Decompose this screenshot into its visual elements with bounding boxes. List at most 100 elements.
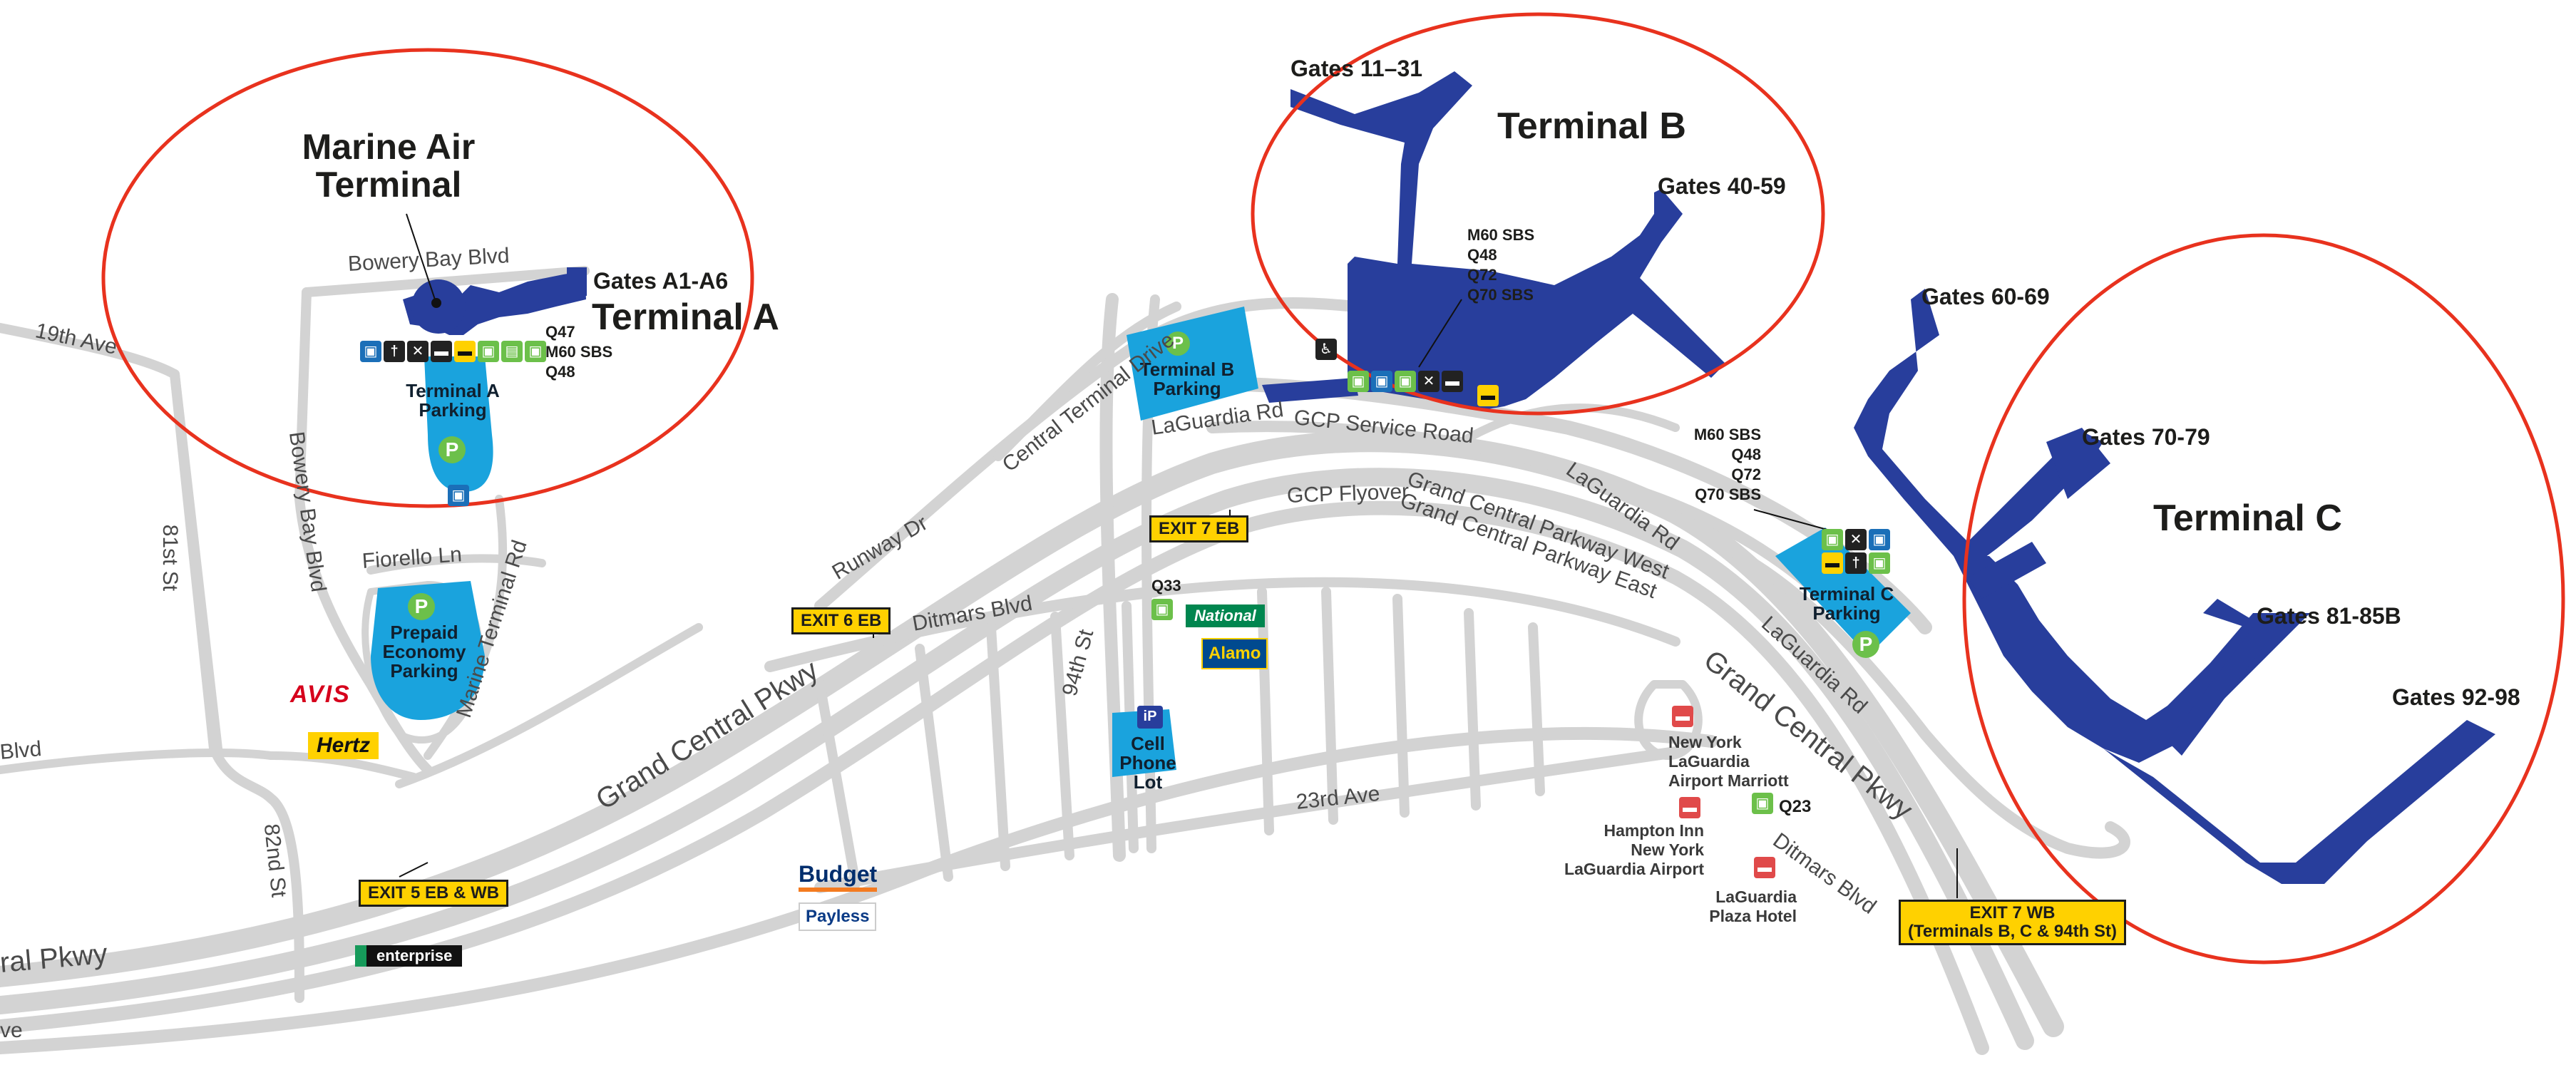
parking-label-line: Cell [1131, 733, 1165, 754]
exit-7-wb-line1: EXIT 7 WB [1969, 903, 2056, 922]
budget-logo: Budget [799, 861, 878, 892]
taxi-icon: ▬ [1822, 552, 1843, 574]
hotel-icon: ▬ [1672, 706, 1693, 727]
route-label: M60 SBS [1693, 426, 1761, 443]
bus-icon: ▣ [448, 485, 469, 506]
parking-label-line: Parking [1812, 602, 1881, 624]
hotel-hampton-label: Hampton Inn New York LaGuardia Airport [1554, 821, 1704, 879]
hotel-label-line: LaGuardia [1715, 888, 1797, 906]
route-label: Q48 [1731, 446, 1761, 463]
route-label: Q47 [545, 323, 575, 341]
route-label: Q70 SBS [1467, 286, 1534, 304]
route-label: Q72 [1467, 266, 1497, 284]
exit-7-wb-line2: (Terminals B, C & 94th St) [1908, 922, 2117, 941]
shuttle-icon: ▣ [478, 341, 499, 362]
bus-green-icon: ▣ [1395, 371, 1416, 392]
terminal-a-gates: Gates A1-A6 [593, 268, 729, 294]
alamo-logo: Alamo [1201, 638, 1268, 669]
hotel-plaza-label: LaGuardia Plaza Hotel [1683, 888, 1797, 926]
avis-logo: AVIS [290, 681, 351, 708]
marine-air-leader [406, 213, 436, 300]
terminal-c-gates-70-79: Gates 70-79 [2082, 424, 2210, 450]
terminal-b-title: Terminal B [1497, 106, 1686, 147]
enterprise-logo: enterprise [355, 945, 463, 967]
p-icon: P [1166, 331, 1190, 356]
car-icon: ▬ [1442, 371, 1463, 392]
parking-label-line: Terminal B [1139, 359, 1235, 380]
parking-label-line: Parking [1153, 378, 1221, 399]
hotel-label-line: Airport Marriott [1668, 771, 1789, 790]
no-entry-icon: ✕ [1418, 371, 1440, 392]
terminal-a-parking [424, 356, 493, 492]
p-icon: P [408, 593, 435, 620]
route-label: Q72 [1731, 465, 1761, 483]
airtrain-icon: ▤ [501, 341, 523, 362]
hotel-icon: ▬ [1679, 797, 1700, 818]
terminal-b-routes: M60 SBS Q48 Q72 Q70 SBS [1467, 225, 1534, 305]
parking-label-line: Parking [390, 660, 458, 681]
terminal-c-title: Terminal C [2153, 498, 2342, 539]
bus-green-icon: ▣ [525, 341, 546, 362]
road-ave-left: ve [0, 1019, 23, 1042]
marine-air-line2: Terminal [315, 164, 462, 205]
national-logo: National [1186, 604, 1265, 627]
terminal-a-parking-label: Terminal A Parking [389, 381, 517, 420]
terminal-b-building [1262, 71, 1725, 410]
route-label: Q48 [545, 363, 575, 381]
route-q23: Q23 [1779, 797, 1812, 816]
bus-green-icon: ▣ [1151, 599, 1173, 620]
cell-lot-icon: iP [1137, 706, 1163, 729]
terminal-b-gates-11-31: Gates 11–31 [1290, 56, 1423, 81]
exit-5-sign: EXIT 5 EB & WB [359, 880, 509, 907]
highlight-circles [101, 12, 2565, 964]
parking-label-line: Parking [419, 399, 487, 421]
shuttle-icon: ▣ [1822, 529, 1843, 550]
p-icon: P [438, 436, 466, 463]
accessible-icon: ♿ [1315, 339, 1337, 360]
route-label: M60 SBS [1467, 226, 1535, 244]
hotel-label-line: Plaza Hotel [1709, 907, 1797, 925]
taxi-icon: ▬ [1477, 385, 1499, 406]
terminal-c-gates-60-69: Gates 60-69 [1921, 284, 2050, 309]
route-label: M60 SBS [545, 343, 613, 361]
terminal-b-parking-label: Terminal B Parking [1116, 360, 1258, 398]
terminal-b-parking [1127, 307, 1258, 421]
bus-green-icon: ▣ [1752, 793, 1773, 814]
parking-label-line: Economy [382, 641, 466, 662]
exit-7-eb-sign: EXIT 7 EB [1149, 515, 1249, 542]
hotel-marriott-label: New York LaGuardia Airport Marriott [1668, 733, 1789, 791]
marine-air-terminal-marker [431, 298, 441, 308]
terminal-c-gates-92-98: Gates 92-98 [2392, 684, 2520, 710]
hertz-logo: Hertz [308, 732, 379, 759]
bus-icon: ▣ [1371, 371, 1392, 392]
parking-label-line: Lot [1133, 771, 1163, 793]
exit-6-sign: EXIT 6 EB [791, 607, 891, 634]
hotel-icon: ▬ [1754, 857, 1775, 878]
bus-icon: ▣ [1869, 529, 1890, 550]
terminal-a-routes: Q47 M60 SBS Q48 [545, 322, 612, 382]
payless-logo: Payless [799, 902, 877, 931]
hotel-label-line: New York [1631, 840, 1704, 859]
car-icon: ▬ [431, 341, 452, 362]
cell-phone-lot-label: Cell Phone Lot [1102, 734, 1194, 792]
terminal-a-title: Terminal A [592, 297, 779, 338]
terminal-c-routes: M60 SBS Q48 Q72 Q70 SBS [1690, 425, 1761, 505]
route-label: Q70 SBS [1695, 485, 1761, 503]
restroom-icon: † [1845, 552, 1867, 574]
bus-green-icon: ▣ [1869, 552, 1890, 574]
shuttle-icon: ▣ [1348, 371, 1369, 392]
route-q33: Q33 [1151, 577, 1181, 595]
parking-label-line: Terminal A [406, 380, 500, 401]
hotel-label-line: LaGuardia [1668, 752, 1750, 771]
parking-label-line: Prepaid [390, 622, 458, 643]
restroom-icon: † [384, 341, 405, 362]
terminal-c-parking [1775, 528, 1911, 656]
marine-air-terminal-label: Marine Air Terminal [285, 128, 492, 203]
p-icon: P [1852, 631, 1879, 658]
bus-icon: ▣ [360, 341, 381, 362]
terminal-c-gates-81-85b: Gates 81-85B [2257, 603, 2401, 629]
road-gcp-flyover: GCP Flyover [1286, 480, 1410, 508]
route-label: Q48 [1467, 246, 1497, 264]
no-entry-icon: ✕ [1845, 529, 1867, 550]
